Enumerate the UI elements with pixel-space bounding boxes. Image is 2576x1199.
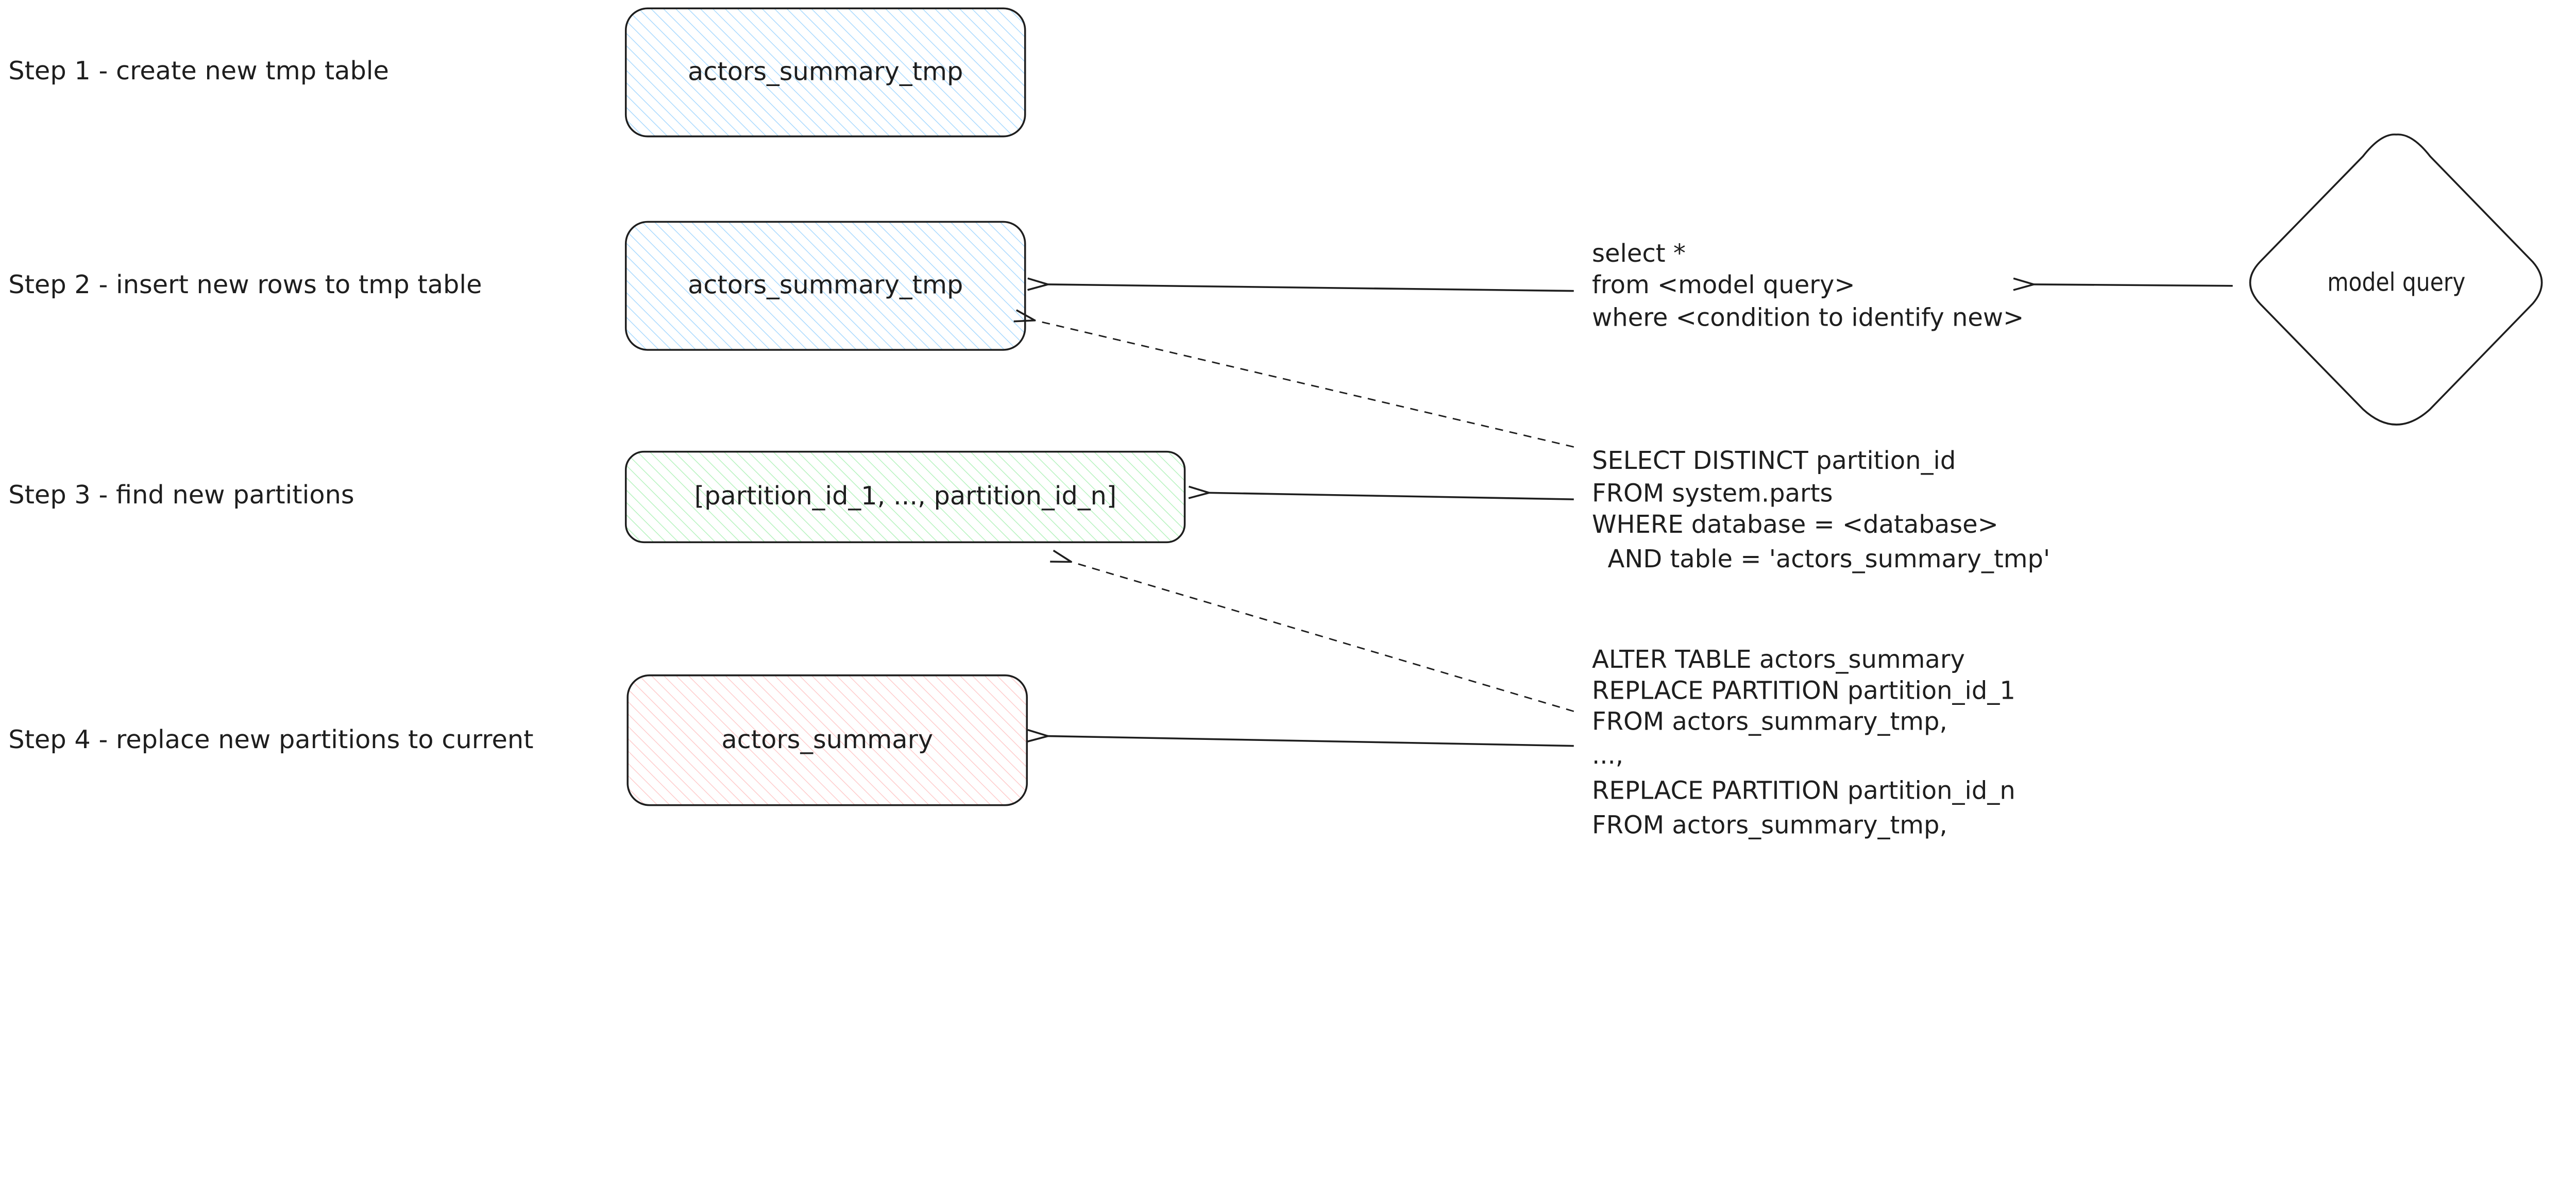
dashed-arrow-partitions-to-tmp xyxy=(1035,320,1574,448)
code-line: REPLACE PARTITION partition_id_1 xyxy=(1592,677,2015,705)
code-line: FROM actors_summary_tmp, xyxy=(1592,707,1947,736)
arrow-query-to-partitions xyxy=(1209,493,1574,500)
code-line: FROM actors_summary_tmp, xyxy=(1592,811,1947,840)
target-table-node[interactable]: actors_summary xyxy=(626,674,1028,806)
dashed-arrow-replace-to-partitions xyxy=(1071,562,1574,712)
partitions-node-label: [partition_id_1, ..., partition_id_n] xyxy=(694,481,1116,511)
code-line: REPLACE PARTITION partition_id_n xyxy=(1592,776,2015,805)
arrow-replace-to-target xyxy=(1048,736,1574,747)
tmp-table-node-step1[interactable]: actors_summary_tmp xyxy=(624,7,1026,138)
partitions-query-text: SELECT DISTINCT partition_id FROM system… xyxy=(1592,446,2050,573)
code-line: SELECT DISTINCT partition_id xyxy=(1592,446,1956,475)
step-4-label: Step 4 - replace new partitions to curre… xyxy=(8,724,533,754)
code-line: FROM system.parts xyxy=(1592,479,1833,508)
model-query-node[interactable]: model query xyxy=(2249,133,2543,426)
step-2-label: Step 2 - insert new rows to tmp table xyxy=(8,269,482,299)
tmp-table-node-label: actors_summary_tmp xyxy=(688,56,963,86)
code-line: AND table = 'actors_summary_tmp' xyxy=(1592,545,2050,573)
code-line: ..., xyxy=(1592,741,1623,770)
code-line: select * xyxy=(1592,239,1686,268)
code-line: ALTER TABLE actors_summary xyxy=(1592,645,1965,674)
code-line: from <model query> xyxy=(1592,271,1855,299)
target-table-node-label: actors_summary xyxy=(721,724,933,754)
code-line: where <condition to identify new> xyxy=(1592,303,2024,332)
tmp-table-node-label: actors_summary_tmp xyxy=(688,270,963,300)
model-query-label: model query xyxy=(2327,267,2465,297)
diagram-canvas: Step 1 - create new tmp table Step 2 - i… xyxy=(8,7,2543,840)
step-1-label: Step 1 - create new tmp table xyxy=(8,56,389,86)
arrow-insert-to-tmp xyxy=(1048,284,1574,292)
arrow-model-to-insert xyxy=(2034,284,2233,286)
partitions-node[interactable]: [partition_id_1, ..., partition_id_n] xyxy=(624,450,1186,544)
tmp-table-node-step2[interactable]: actors_summary_tmp xyxy=(624,221,1026,351)
code-line: WHERE database = <database> xyxy=(1592,510,1998,539)
step-3-label: Step 3 - find new partitions xyxy=(8,480,354,510)
insert-query-text: select * from <model query> where <condi… xyxy=(1592,239,2024,332)
replace-query-text: ALTER TABLE actors_summary REPLACE PARTI… xyxy=(1592,645,2015,840)
